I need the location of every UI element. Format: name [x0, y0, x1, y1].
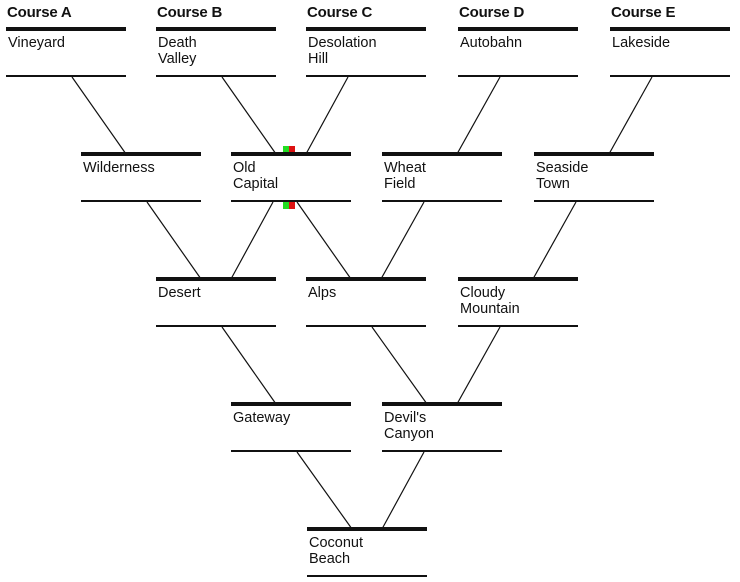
divider — [458, 325, 578, 327]
divider — [306, 27, 426, 31]
link-old_capital-desert — [230, 201, 274, 280]
divider — [6, 27, 126, 31]
link-old_capital-alps — [296, 201, 352, 280]
stage-devils-canyon: Devil's Canyon — [382, 402, 502, 452]
stage-wilderness: Wilderness — [81, 152, 201, 202]
divider — [231, 152, 351, 156]
divider — [156, 75, 276, 77]
divider — [307, 527, 427, 531]
stage-death-valley: Death Valley — [156, 27, 276, 77]
link-gateway-coconut_beach — [296, 451, 353, 530]
link-desert-gateway — [221, 326, 277, 405]
link-seaside_town-cloudy_mountain — [532, 201, 577, 280]
divider — [458, 27, 578, 31]
stage-label: Wilderness — [83, 160, 155, 176]
divider — [156, 277, 276, 281]
link-death_valley-old_capital — [221, 76, 277, 155]
stage-label: Seaside Town — [536, 160, 589, 192]
divider — [81, 200, 201, 202]
stage-label: Vineyard — [8, 35, 65, 51]
divider — [306, 277, 426, 281]
link-cloudy_mountain-devils_canyon — [456, 326, 501, 405]
stage-label: Wheat Field — [384, 160, 426, 192]
divider — [231, 450, 351, 452]
link-vineyard-wilderness — [71, 76, 127, 155]
link-wilderness-desert — [146, 201, 202, 280]
link-lakeside-seaside_town — [608, 76, 653, 155]
stage-wheat-field: Wheat Field — [382, 152, 502, 202]
divider — [534, 152, 654, 156]
stage-label: Autobahn — [460, 35, 523, 51]
stage-vineyard: Vineyard — [6, 27, 126, 77]
stage-alps: Alps — [306, 277, 426, 327]
divider — [610, 27, 730, 31]
course-c-label: Course C — [307, 4, 373, 21]
stage-label: Devil's Canyon — [384, 410, 434, 442]
divider — [534, 200, 654, 202]
stage-label: Coconut Beach — [309, 535, 364, 567]
stage-coconut-beach: Coconut Beach — [307, 527, 427, 577]
stage-label: Old Capital — [233, 160, 279, 192]
divider — [156, 325, 276, 327]
stage-seaside-town: Seaside Town — [534, 152, 654, 202]
divider — [382, 450, 502, 452]
divider — [306, 325, 426, 327]
course-a-label: Course A — [7, 4, 72, 21]
divider — [307, 575, 427, 577]
stage-cloudy-mountain: Cloudy Mountain — [458, 277, 578, 327]
link-wheat_field-alps — [380, 201, 425, 280]
junction-marker-green — [283, 146, 289, 153]
divider — [231, 200, 351, 202]
link-autobahn-wheat_field — [456, 76, 501, 155]
link-desolation_hill-old_capital — [305, 76, 349, 155]
stage-label: Death Valley — [158, 35, 197, 67]
stage-label: Desolation Hill — [308, 35, 377, 67]
course-d-label: Course D — [459, 4, 525, 21]
stage-label: Lakeside — [612, 35, 671, 51]
stage-gateway: Gateway — [231, 402, 351, 452]
divider — [6, 75, 126, 77]
stage-label: Cloudy Mountain — [460, 285, 520, 317]
divider — [458, 75, 578, 77]
divider — [382, 152, 502, 156]
stage-label: Desert — [158, 285, 201, 301]
course-b-label: Course B — [157, 4, 223, 21]
stage-autobahn: Autobahn — [458, 27, 578, 77]
divider — [382, 200, 502, 202]
junction-marker-red — [289, 202, 295, 209]
divider — [382, 402, 502, 406]
divider — [156, 27, 276, 31]
stage-label: Gateway — [233, 410, 291, 426]
divider — [81, 152, 201, 156]
stage-lakeside: Lakeside — [610, 27, 730, 77]
course-e-label: Course E — [611, 4, 676, 21]
stage-old-capital: Old Capital — [231, 152, 351, 202]
junction-marker-green — [283, 202, 289, 209]
divider — [306, 75, 426, 77]
divider — [231, 402, 351, 406]
link-alps-devils_canyon — [371, 326, 428, 405]
divider — [458, 277, 578, 281]
junction-marker-red — [289, 146, 295, 153]
link-devils_canyon-coconut_beach — [381, 451, 425, 530]
stage-desert: Desert — [156, 277, 276, 327]
stage-label: Alps — [308, 285, 337, 301]
divider — [610, 75, 730, 77]
stage-desolation-hill: Desolation Hill — [306, 27, 426, 77]
